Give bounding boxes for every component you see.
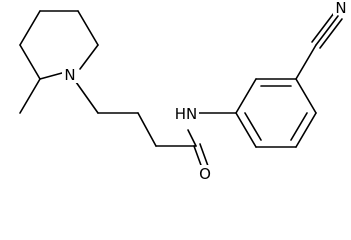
bond-ring-5 <box>19 44 41 80</box>
bond-ring-6 <box>19 10 41 46</box>
bond-aryl-inner-3 <box>244 112 262 141</box>
bond-triple-1 <box>315 15 339 46</box>
piperidine-ring <box>19 10 99 114</box>
bond-carbonyl-2 <box>199 143 209 167</box>
bond-ring-4 <box>39 72 63 80</box>
bond-aryl-inner-2 <box>290 112 308 141</box>
benzene-ring <box>195 78 317 148</box>
bond-aryl-3 <box>295 78 317 114</box>
structure-diagram: N HN O N <box>19 0 349 183</box>
bond-aryl-6 <box>235 112 257 148</box>
alkyl-chain <box>75 81 197 147</box>
bond-aryl-4 <box>295 112 317 148</box>
piperidine-n-bg <box>62 67 78 83</box>
bond-aryl-cn <box>295 44 317 80</box>
bond-chain-1 <box>75 81 99 114</box>
bond-c-nh <box>187 129 197 147</box>
nitrile-group <box>295 12 343 80</box>
bond-triple-3 <box>319 18 343 49</box>
nitrile-n-bg <box>333 0 349 15</box>
bond-ring-3 <box>79 44 99 70</box>
amide-nh-label: HN <box>175 105 198 123</box>
nitrile-n-label: N <box>335 0 346 17</box>
bond-triple-2 <box>311 12 335 43</box>
bond-methyl <box>19 78 41 114</box>
bond-ring-2 <box>77 10 99 46</box>
bond-aryl-1 <box>235 78 257 114</box>
amide-nh-bg <box>173 106 199 122</box>
carbonyl-o-bg <box>197 165 213 181</box>
bond-carbonyl-1 <box>193 145 203 169</box>
amide-group <box>187 129 209 169</box>
bond-chain-3 <box>137 112 157 147</box>
carbonyl-o-label: O <box>199 165 211 183</box>
piperidine-n-label: N <box>64 66 75 84</box>
